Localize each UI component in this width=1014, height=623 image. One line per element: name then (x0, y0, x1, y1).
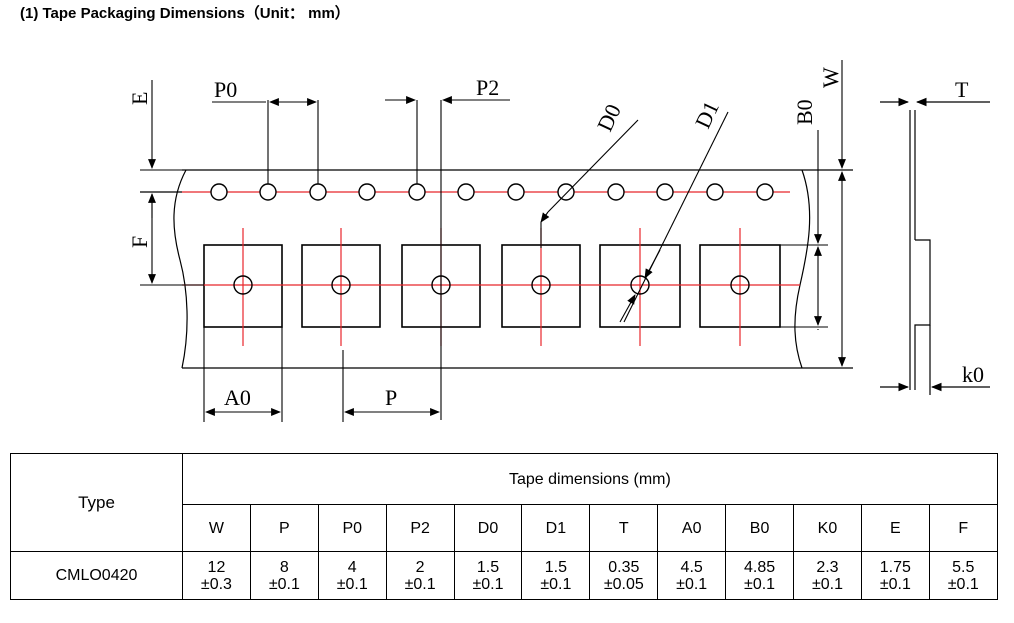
column-header: E (860, 504, 930, 552)
section-title: (1) Tape Packaging Dimensions（Unit： mm） (20, 5, 350, 22)
column-header: F (928, 504, 998, 552)
value-cell: 1.5±0.1 (521, 551, 591, 600)
value-nominal: 1.75 (879, 558, 911, 576)
group-header: Tape dimensions (mm) (182, 453, 998, 505)
pockets (182, 228, 800, 346)
column-header: B0 (725, 504, 795, 552)
tape-left-break (173, 169, 188, 369)
value-tolerance: ±0.1 (472, 575, 504, 593)
column-header: P2 (385, 504, 455, 552)
value-nominal: 1.5 (476, 558, 500, 576)
label-d1: D1 (690, 97, 724, 132)
label-k0: k0 (962, 362, 984, 387)
tape-dimension-diagram: E F P0 P2 D0 D1 B0 W T A0 P k0 (127, 60, 990, 422)
column-header: K0 (793, 504, 862, 552)
label-a0: A0 (224, 385, 251, 410)
value-cell: 12±0.3 (182, 551, 251, 600)
column-header: P0 (317, 504, 387, 552)
value-cell: 1.75±0.1 (860, 551, 930, 600)
value-tolerance: ±0.1 (811, 575, 843, 593)
label-f: F (127, 236, 152, 248)
label-p: P (385, 385, 397, 410)
column-header: D0 (453, 504, 523, 552)
value-tolerance: ±0.1 (404, 575, 436, 593)
value-nominal: 0.35 (608, 558, 640, 576)
label-t: T (955, 77, 969, 102)
value-tolerance: ±0.3 (200, 575, 232, 593)
column-header: W (182, 504, 251, 552)
type-cell: CMLO0420 (10, 551, 183, 600)
value-nominal: 4.5 (680, 558, 703, 576)
column-header: D1 (521, 504, 591, 552)
value-nominal: 12 (207, 558, 226, 576)
value-cell: 4.5±0.1 (657, 551, 727, 600)
value-cell: 5.5±0.1 (928, 551, 998, 600)
label-p0: P0 (214, 77, 237, 102)
value-nominal: 1.5 (544, 558, 568, 576)
column-header: P (249, 504, 319, 552)
label-b0: B0 (792, 99, 817, 125)
label-d0: D0 (592, 100, 626, 135)
value-nominal: 2 (415, 558, 425, 576)
value-tolerance: ±0.1 (540, 575, 572, 593)
value-tolerance: ±0.05 (603, 575, 644, 593)
value-tolerance: ±0.1 (744, 575, 776, 593)
value-nominal: 5.5 (952, 558, 975, 576)
value-cell: 4±0.1 (317, 551, 387, 600)
value-tolerance: ±0.1 (676, 575, 708, 593)
value-nominal: 2.3 (816, 558, 839, 576)
d1-leader (619, 111, 729, 323)
value-nominal: 4.85 (744, 558, 776, 576)
tape-side-view (880, 97, 990, 395)
column-header: A0 (657, 504, 727, 552)
value-tolerance: ±0.1 (268, 575, 300, 593)
value-cell: 1.5±0.1 (453, 551, 523, 600)
tape-right-break (794, 169, 811, 369)
label-p2: P2 (476, 75, 499, 100)
value-cell: 4.85±0.1 (725, 551, 795, 600)
type-header: Type (10, 453, 183, 552)
column-header: T (589, 504, 659, 552)
value-nominal: 8 (279, 558, 289, 576)
value-tolerance: ±0.1 (879, 575, 911, 593)
d0-leader (540, 119, 639, 248)
value-cell: 8±0.1 (249, 551, 319, 600)
value-tolerance: ±0.1 (336, 575, 368, 593)
value-cell: 2±0.1 (385, 551, 455, 600)
value-nominal: 4 (347, 558, 357, 576)
label-w: W (818, 67, 843, 88)
value-cell: 0.35±0.05 (589, 551, 659, 600)
value-cell: 2.3±0.1 (793, 551, 862, 600)
label-e: E (127, 92, 152, 105)
value-tolerance: ±0.1 (947, 575, 979, 593)
